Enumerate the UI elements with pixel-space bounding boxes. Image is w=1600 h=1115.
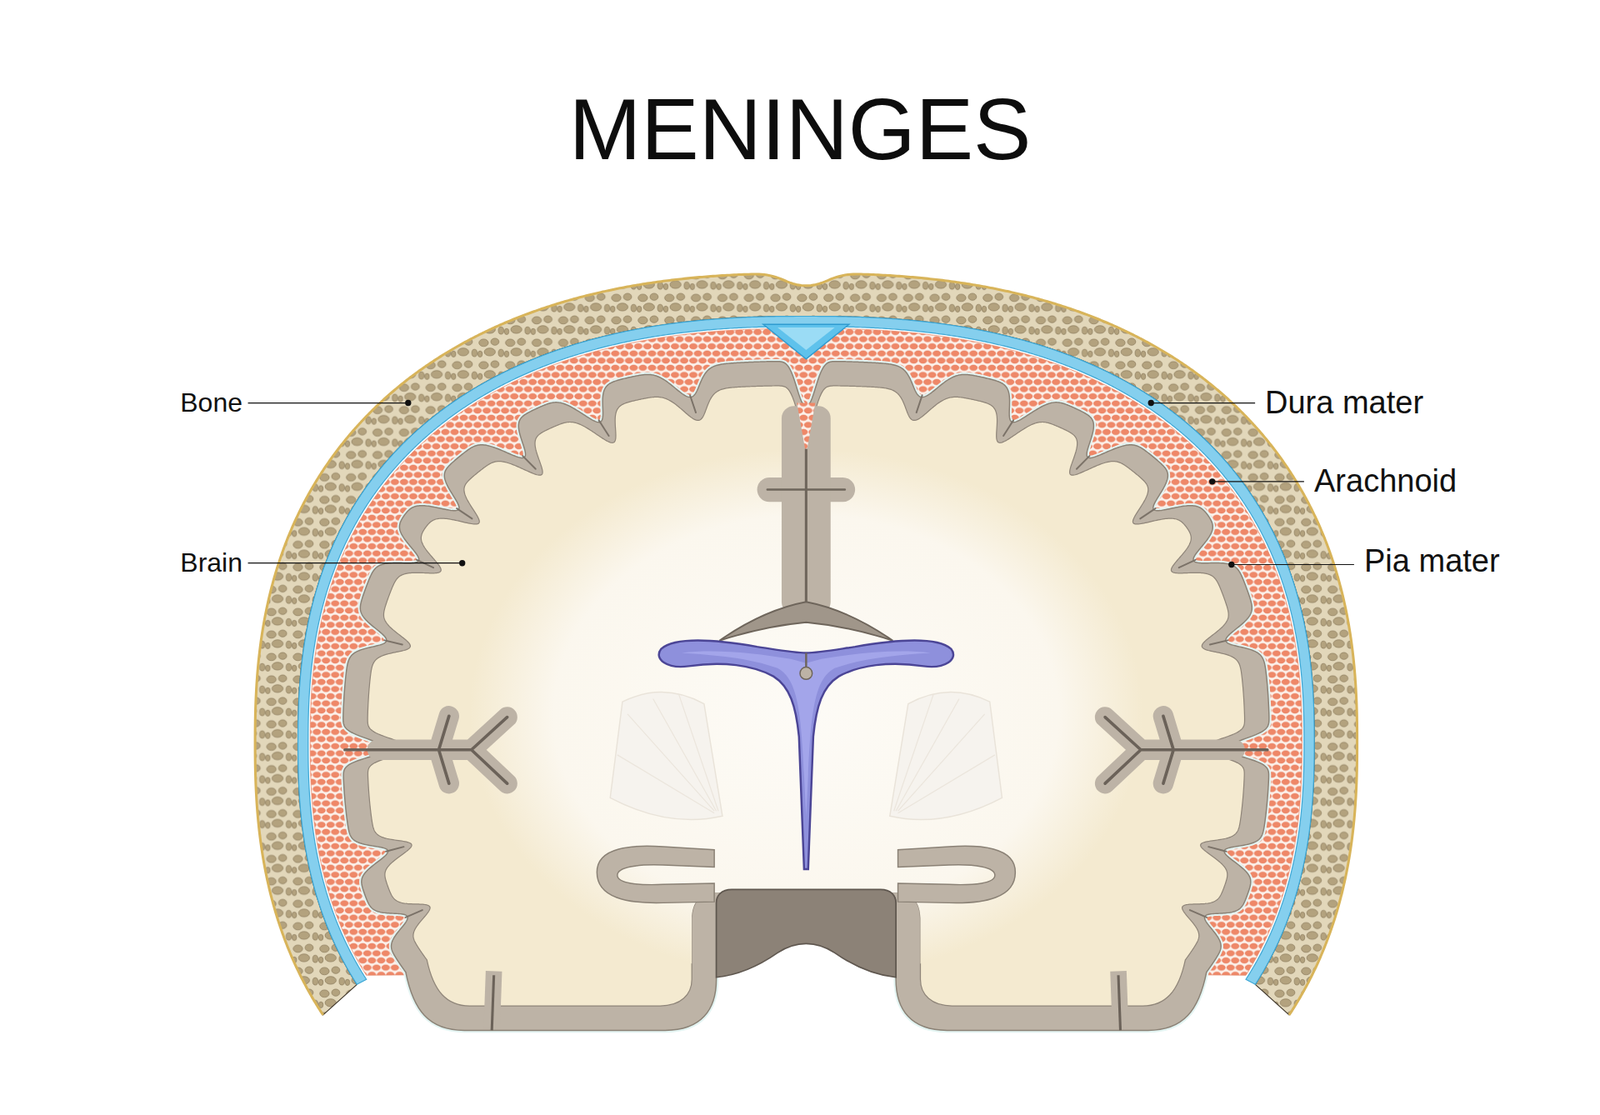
brainstem-cut [716, 889, 897, 977]
basal-ganglia-fibres [894, 693, 995, 813]
leader-line [1212, 480, 1305, 482]
part-label: Dura mater [1265, 385, 1424, 421]
white-matter [367, 385, 1245, 1006]
leader-line [1231, 564, 1355, 565]
sulcus-line [522, 455, 535, 470]
sulcus-line [1190, 910, 1207, 918]
sulcus-line [405, 910, 423, 918]
lateral-sulcus-line [345, 715, 508, 784]
lateral-ventricles [659, 640, 954, 870]
basal-ganglia-right [890, 692, 1003, 820]
falx-arachnoid [796, 403, 815, 450]
skull-bone [255, 274, 1357, 1015]
part-label: Bone [180, 388, 243, 418]
longitudinal-fissure [805, 449, 808, 610]
sulcus-line [599, 420, 610, 436]
hippocampus-left [596, 845, 715, 903]
white-matter-core [469, 449, 1143, 980]
leader-line [248, 562, 463, 564]
basal-ganglia-fibres [617, 693, 719, 813]
temporal-sulcus-line [491, 975, 494, 1030]
ventricle-highlight [681, 650, 931, 816]
sulcus-line [1076, 455, 1090, 470]
lateral-sulcus-line [1105, 715, 1268, 784]
hippocampus-right [898, 845, 1016, 903]
leader-dot [1148, 400, 1155, 406]
sulcus-line [1003, 420, 1014, 436]
part-label: Pia mater [1364, 544, 1500, 580]
sulcus-line [384, 640, 402, 645]
sagittal-sinus [763, 324, 850, 360]
part-label: Arachnoid [1314, 464, 1457, 500]
sulcus-line [385, 846, 404, 852]
leader-dots [405, 400, 1235, 568]
diagram-title: MENINGES [0, 85, 1600, 173]
bone-rim [255, 274, 1357, 1015]
sulcus-line [1208, 846, 1226, 852]
sulcus-line [690, 395, 696, 413]
leader-lines [248, 403, 1355, 565]
leader-dot [1209, 478, 1215, 485]
cortex-grey-matter [343, 361, 1270, 1031]
sulcus-line [416, 560, 434, 568]
sulcus-lines [383, 395, 1229, 918]
sulcus-line [1210, 640, 1228, 645]
sulcus-line [456, 508, 472, 519]
sulcus-line [1140, 508, 1155, 519]
sulcus-line [1179, 560, 1196, 568]
leader-dot [1228, 561, 1235, 568]
corpus-callosum [719, 601, 893, 641]
sulcus-line [916, 395, 923, 413]
septum [805, 652, 807, 667]
part-label: Brain [180, 548, 243, 578]
medial-surface [719, 403, 893, 641]
leader-dot [405, 400, 411, 406]
temporal-sulci [491, 970, 1120, 1030]
temporal-sulcus-line [1118, 975, 1120, 1030]
pia-mater-line [343, 361, 1270, 1031]
leader-line [1150, 402, 1255, 404]
fornix [800, 667, 813, 680]
sagittal-sinus-inner [777, 327, 835, 350]
leader-line [248, 402, 409, 404]
ventricles [659, 640, 954, 870]
leader-dot [459, 560, 465, 566]
basal-ganglia-left [610, 692, 723, 820]
cingulate-sulcus [767, 488, 845, 490]
